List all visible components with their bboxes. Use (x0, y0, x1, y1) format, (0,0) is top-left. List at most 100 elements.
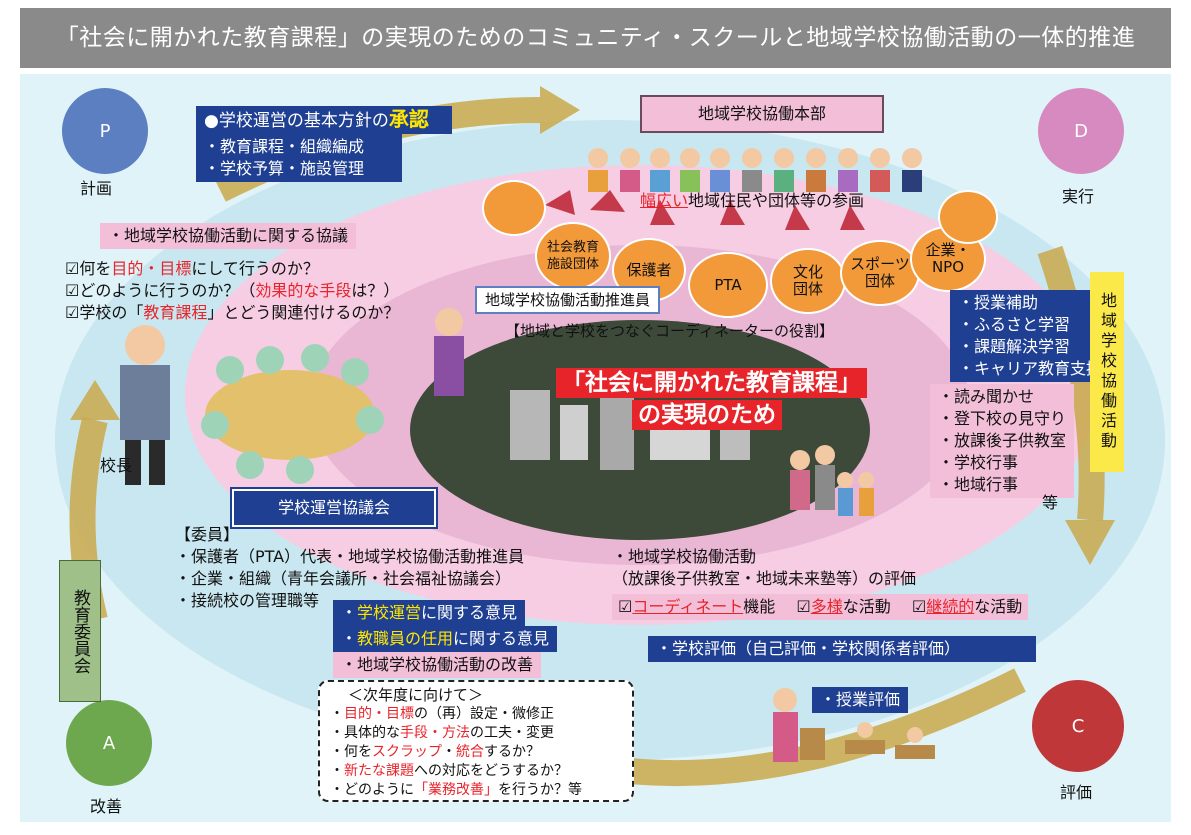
approval-line3: ・学校予算・施設管理 (204, 159, 365, 178)
participation-rest: 地域住民や団体等の参画 (688, 191, 865, 210)
red-arrow-4 (720, 200, 745, 225)
coordinator-role: 【地域と学校をつなぐコーディネーターの役割】 (505, 322, 834, 340)
check-label: 評価 (1060, 783, 1093, 802)
act-label: 改善 (90, 797, 123, 816)
next-year-line3: ・何をスクラップ・統合するか？ (330, 743, 622, 762)
red-arrow-3 (650, 200, 675, 225)
group-culture: 文化 団体 (770, 248, 846, 314)
group-sports: スポーツ 団体 (840, 240, 920, 306)
evaluation-criteria: ☑コーディネート機能 ☑多様な活動 ☑継続的な活動 (612, 594, 1029, 620)
participation-text: 幅広い地域住民や団体等の参画 (640, 190, 864, 212)
next-year-l2-red: 手段・方法 (400, 725, 470, 741)
check-circle: C (1032, 680, 1124, 772)
activity-community-events: ・地域行事 (938, 475, 1019, 494)
class-evaluation: ・授業評価 (812, 687, 909, 713)
next-year-l3-post: するか？ (484, 744, 540, 760)
criterion-3-red: 継続的 (926, 597, 975, 616)
arrow-plan-to-do-head (540, 86, 580, 134)
next-year-line2: ・具体的な手段・方法の工夫・変更 (330, 724, 622, 743)
question-3: ☑学校の「教育課程」とどう関連付けるのか？ (65, 302, 399, 324)
participation-strong: 幅広い (640, 191, 689, 210)
next-year-l5-pre: ・どのように (330, 782, 414, 798)
community-people-illustration (588, 148, 922, 168)
activities-pink-list: ・読み聞かせ ・登下校の見守り ・放課後子供教室 ・学校行事 ・地域行事 (930, 384, 1075, 498)
approval-items: ・教育課程・組織編成 ・学校予算・施設管理 (196, 134, 402, 182)
red-arrow-1 (545, 190, 575, 215)
next-year-l3-red1: スクラップ (372, 744, 442, 760)
school-evaluation: ・学校評価（自己評価・学校関係者評価） (648, 636, 1036, 662)
plan-letter: P (99, 120, 111, 142)
do-circle: D (1038, 88, 1124, 174)
next-year-l2-pre: ・具体的な (330, 725, 400, 741)
criterion-1-post: 機能 (743, 597, 776, 616)
do-letter: D (1074, 120, 1088, 142)
activity-after-school: ・放課後子供教室 (938, 431, 1067, 450)
act-letter: A (102, 732, 116, 754)
activity-class-support: ・授業補助 (958, 293, 1039, 312)
opinion-2-rest: に関する意見 (453, 629, 550, 648)
approval-line2: ・教育課程・組織編成 (204, 137, 365, 156)
next-year-l3-pre: ・何を (330, 744, 372, 760)
promoter-box: 地域学校協働活動推進員 (475, 286, 661, 314)
activity-evaluation: ・地域学校協働活動 （放課後子供教室・地域未来塾等）の評価 (612, 546, 916, 590)
approval-box: ●学校運営の基本方針の承認 (196, 106, 452, 134)
activity-school-events: ・学校行事 (938, 453, 1019, 472)
coordinator-illustration (434, 308, 464, 396)
question-2: ☑どのように行うのか？（効果的な手段は？） (65, 280, 399, 302)
red-arrow-6 (840, 205, 865, 230)
activity-commute-watch: ・登下校の見守り (938, 409, 1067, 428)
planning-questions: ☑何を目的・目標にして行うのか？ ☑どのように行うのか？（効果的な手段は？） ☑… (65, 258, 399, 324)
opinion-staffing: ・教職員の任用に関する意見 (333, 626, 558, 652)
committee-item-1: ・保護者（PTA）代表・地域学校協働活動推進員 (175, 547, 525, 566)
next-year-l3-red2: 統合 (456, 744, 484, 760)
next-year-l5-post: を行うか？等 (498, 782, 582, 798)
question-1: ☑何を目的・目標にして行うのか？ (65, 258, 399, 280)
committee-item-2: ・企業・組織（青年会議所・社会福祉協議会） (175, 569, 512, 588)
red-arrow-2 (590, 190, 625, 212)
arrow-do-to-check (1037, 245, 1105, 522)
deliberation-box: ・地域学校協働活動に関する協議 (100, 223, 357, 249)
next-year-l3-mid: ・ (442, 744, 456, 760)
opinion-1-rest: に関する意見 (421, 603, 518, 622)
group-social-education: 社会教育 施設団体 (535, 222, 611, 290)
principal-illustration (120, 325, 170, 485)
next-year-box: ＜次年度に向けて＞ ・目的・目標の（再）設定・微修正 ・具体的な手段・方法の工夫… (318, 680, 634, 802)
next-year-line5: ・どのように「業務改善」を行うか？等 (330, 781, 622, 800)
meeting-people (201, 344, 384, 484)
town-buildings (510, 390, 550, 460)
criterion-2-post: な活動 (842, 597, 891, 616)
q1-red: 目的・目標 (111, 259, 192, 278)
q1-pre: ☑何を (65, 259, 112, 278)
center-title-line2: の実現のため (632, 400, 782, 430)
activities-blue-list: ・授業補助 ・ふるさと学習 ・課題解決学習 ・キャリア教育支援 (950, 290, 1111, 382)
community-people-bodies (588, 170, 922, 192)
activity-hometown-learning: ・ふるさと学習 (958, 315, 1071, 334)
family-illustration (790, 445, 874, 516)
next-year-l1-post: の（再）設定・微修正 (414, 706, 554, 722)
opinion-management: ・学校運営に関する意見 (333, 600, 526, 626)
center-title-line1: 「社会に開かれた教育課程」 (556, 368, 867, 398)
act-circle: A (66, 700, 152, 786)
classroom-illustration (773, 688, 935, 762)
criterion-3-post: な活動 (974, 597, 1023, 616)
group-blank-right (938, 190, 998, 244)
next-year-line1: ・目的・目標の（再）設定・微修正 (330, 706, 554, 722)
next-year-l4-post: への対応をどうするか？ (414, 763, 568, 779)
red-arrow-5 (785, 205, 810, 230)
next-year-line4: ・新たな課題への対応をどうするか？ (330, 763, 568, 779)
next-year-l4-red: 新たな課題 (344, 763, 414, 779)
meeting-table-illustration (205, 370, 375, 460)
evaluation-line2: （放課後子供教室・地域未来塾等）の評価 (612, 569, 917, 588)
evaluation-line1: ・地域学校協働活動 (612, 547, 757, 566)
plan-circle: P (62, 88, 148, 174)
activity-problem-solving: ・課題解決学習 (958, 337, 1071, 356)
q1-post: にして行うのか？ (191, 259, 319, 278)
activity-career-education: ・キャリア教育支援 (958, 359, 1103, 378)
do-label: 実行 (1062, 187, 1095, 206)
q2-post: は？） (351, 281, 400, 300)
plan-label: 計画 (80, 179, 113, 198)
next-year-l2-post: の工夫・変更 (470, 725, 554, 741)
approval-strong: 承認 (388, 107, 429, 131)
approval-prefix: ●学校運営の基本方針の (204, 111, 389, 131)
